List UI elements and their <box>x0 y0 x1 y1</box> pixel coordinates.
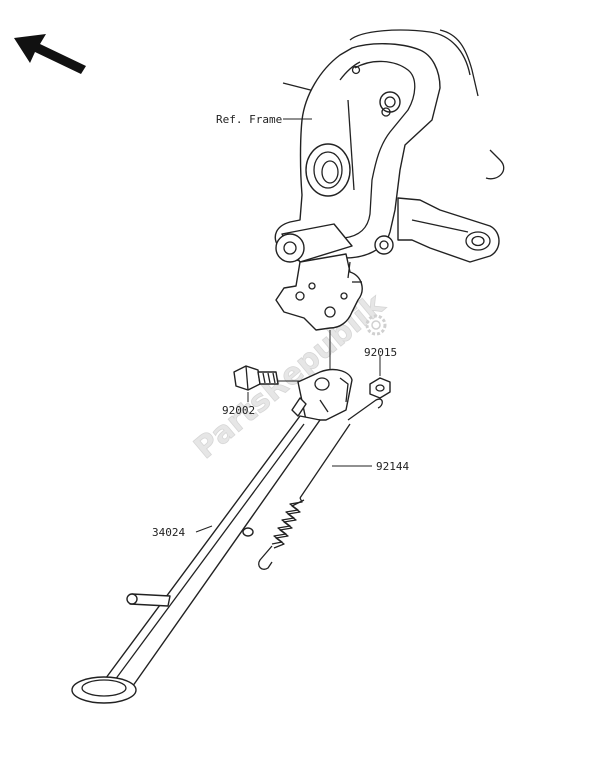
label-92002: 92002 <box>222 404 255 417</box>
nut-92015 <box>369 377 391 399</box>
frame-section <box>274 29 505 331</box>
front-direction-arrow-icon <box>14 34 86 74</box>
spring-92144 <box>258 398 383 570</box>
gear-watermark-icon <box>365 314 387 336</box>
label-92015: 92015 <box>364 346 397 359</box>
label-34024: 34024 <box>152 526 185 539</box>
ref-frame-label: Ref. Frame <box>216 113 282 126</box>
side-stand-34024 <box>71 368 353 704</box>
label-92144: 92144 <box>376 460 409 473</box>
bolt-92002 <box>233 365 279 391</box>
